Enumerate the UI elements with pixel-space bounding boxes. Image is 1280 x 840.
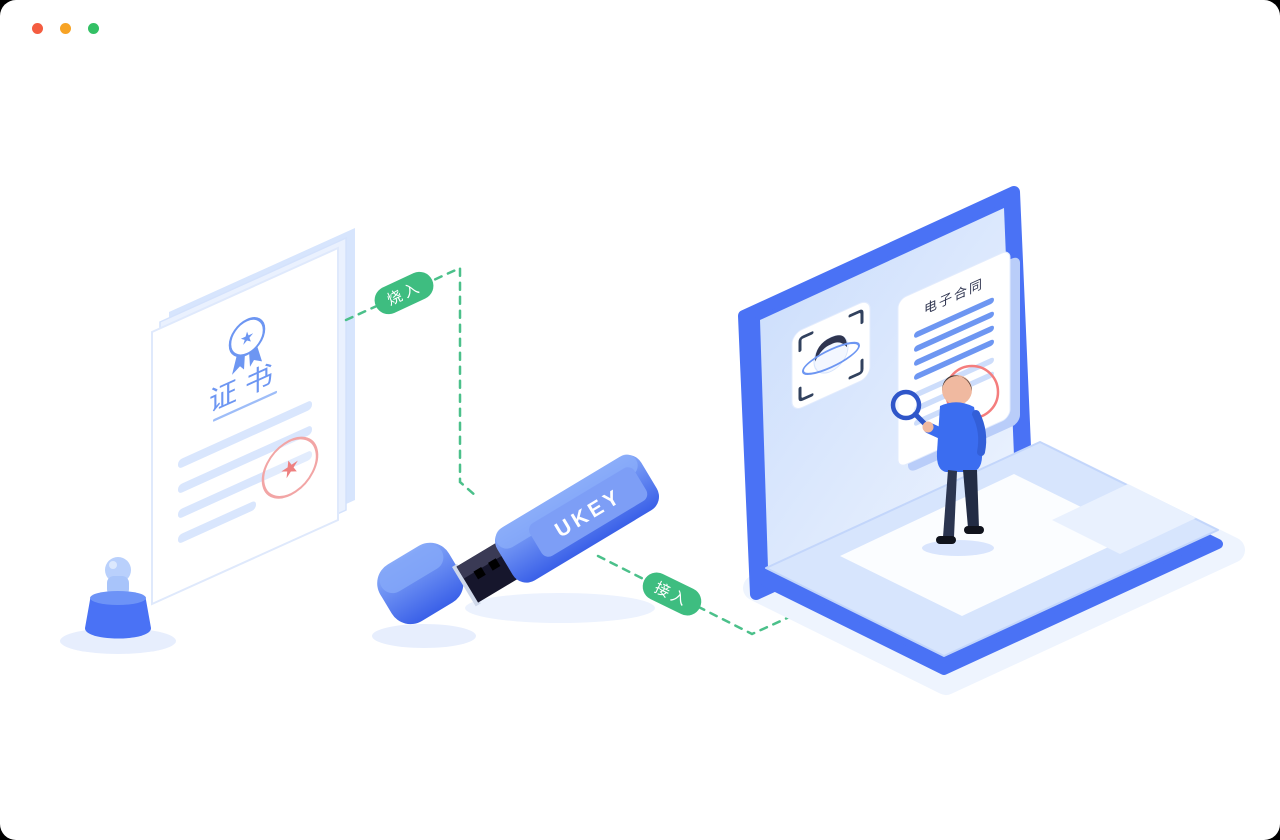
person-figure (890, 364, 1000, 556)
contract-doc-icon: 电子合同 (897, 251, 1020, 471)
certificate-title-underline (213, 390, 277, 422)
close-button[interactable] (32, 23, 43, 34)
window-titlebar (32, 23, 99, 34)
person-right-arm (972, 410, 987, 456)
person-head (942, 375, 972, 405)
medal-icon: ★ (228, 317, 266, 375)
person-left-leg (943, 470, 957, 537)
medal-star-glyph: ★ (240, 326, 254, 351)
certificate-text-lines (178, 401, 312, 543)
usb-metal-rim (452, 563, 481, 607)
certificate-front-sheet (151, 246, 339, 606)
magnifier-icon (890, 389, 932, 431)
person-right-shoe (964, 526, 984, 534)
trackpad-area (1052, 484, 1196, 554)
person-shadow (922, 540, 994, 556)
zoom-button[interactable] (88, 23, 99, 34)
person-jacket (936, 402, 983, 472)
person-right-leg (963, 470, 979, 528)
usb-cap-icon (377, 542, 464, 625)
usb-shadow (465, 593, 655, 623)
ink-stamp-icon (60, 557, 176, 654)
certificate-document: ★ 证书 ★ (151, 228, 355, 606)
laptop: 电子合同 (738, 186, 1245, 695)
face-hair (815, 335, 847, 362)
person-hand (922, 421, 934, 433)
minimize-button[interactable] (60, 23, 71, 34)
contract-text-lines (914, 297, 994, 426)
viewfinder-brackets (798, 309, 864, 402)
person-left-shoe (936, 536, 956, 544)
usb-key-icon: UKEY (372, 454, 660, 648)
usb-body: UKEY (452, 454, 660, 607)
burn-in-label: 烧入 (374, 271, 434, 315)
cap-shadow (372, 624, 476, 648)
red-seal-icon: ★ (261, 436, 319, 499)
face-scan-icon (791, 301, 871, 410)
scan-ring (802, 341, 860, 376)
